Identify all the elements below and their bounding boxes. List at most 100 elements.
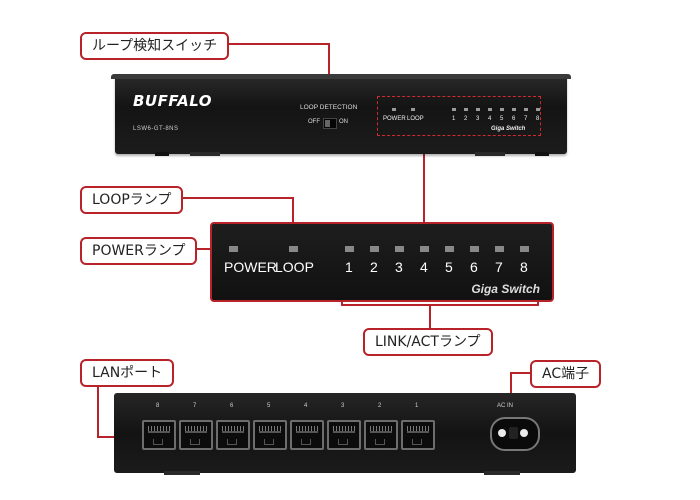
zoom-port1-led — [345, 246, 354, 252]
front-port2-led — [464, 108, 468, 111]
line-loop-lamp-v — [292, 197, 294, 237]
front-port1-led — [452, 108, 456, 111]
zoom-port7-text: 7 — [495, 259, 503, 275]
line-loop-switch-h — [222, 43, 329, 45]
zoom-giga-switch-text: Giga Switch — [471, 282, 540, 296]
front-port6-led — [512, 108, 516, 111]
front-port3-led — [476, 108, 480, 111]
back-bottom-tab-left — [164, 471, 200, 475]
port-pins — [259, 426, 281, 433]
front-foot-left — [155, 152, 169, 156]
zoom-power-text: POWER — [224, 259, 277, 275]
line-loop-lamp-h — [182, 197, 294, 199]
port-latch — [153, 439, 163, 445]
lan-port-2[interactable] — [364, 420, 398, 450]
led-area-highlight — [377, 96, 541, 136]
front-loop-led — [411, 108, 415, 111]
port-latch — [264, 439, 274, 445]
lan-port-1[interactable] — [401, 420, 435, 450]
port-number-label: 6 — [230, 403, 234, 409]
port-pins — [185, 426, 207, 433]
front-power-led — [392, 108, 396, 111]
callout-lan-port: LANポート — [80, 359, 175, 387]
port-pins — [148, 426, 170, 433]
zoom-loop-led — [289, 246, 298, 252]
lan-port-8[interactable] — [142, 420, 176, 450]
port-latch — [338, 439, 348, 445]
zoom-port3-led — [395, 246, 404, 252]
front-port8-led — [536, 108, 540, 111]
zoom-port1-text: 1 — [345, 259, 353, 275]
line-front-to-zoom — [423, 130, 425, 223]
lan-port-5[interactable] — [253, 420, 287, 450]
front-bottom-tab-right — [475, 152, 505, 156]
port-pins — [370, 426, 392, 433]
loop-detection-label: LOOP DETECTION — [300, 104, 358, 111]
line-ac-h — [510, 372, 532, 374]
zoom-loop-text: LOOP — [275, 259, 314, 275]
zoom-port5-text: 5 — [445, 259, 453, 275]
zoom-power-led — [229, 246, 238, 252]
port-pins — [296, 426, 318, 433]
port-number-label: 4 — [304, 403, 308, 409]
line-lan-port-v — [97, 383, 99, 438]
zoom-port6-led — [470, 246, 479, 252]
front-power-text: POWER — [383, 116, 406, 122]
port-latch — [412, 439, 422, 445]
ac-power-socket[interactable] — [490, 417, 540, 451]
line-link-bracket-bottom — [341, 304, 539, 306]
zoom-port8-led — [520, 246, 529, 252]
led-panel-zoom: POWER LOOP 1 2 3 4 5 6 7 8 Giga Switch — [210, 222, 554, 302]
front-top-edge — [111, 74, 571, 79]
front-port1-text: 1 — [452, 116, 456, 122]
zoom-port5-led — [445, 246, 454, 252]
line-link-stem — [429, 304, 431, 330]
front-loop-text: LOOP — [407, 116, 424, 122]
port-number-label: 3 — [341, 403, 345, 409]
port-latch — [301, 439, 311, 445]
model-number: LSW6-GT-8NS — [133, 126, 179, 132]
loop-switch-knob — [325, 120, 330, 127]
callout-link-act-lamp: LINK/ACTランプ — [363, 328, 493, 356]
zoom-port2-text: 2 — [370, 259, 378, 275]
callout-ac-terminal: AC端子 — [530, 360, 602, 388]
callout-power-lamp: POWERランプ — [80, 237, 198, 265]
front-port4-text: 4 — [488, 116, 492, 122]
port-number-label: 8 — [156, 403, 160, 409]
front-port2-text: 2 — [464, 116, 468, 122]
front-port3-text: 3 — [476, 116, 480, 122]
lan-port-6[interactable] — [216, 420, 250, 450]
front-giga-switch-text: Giga Switch — [491, 126, 526, 132]
front-foot-right — [535, 152, 549, 156]
ac-socket-center — [509, 427, 518, 439]
zoom-port3-text: 3 — [395, 259, 403, 275]
zoom-port4-led — [420, 246, 429, 252]
ac-socket-pin-left — [498, 429, 506, 437]
port-latch — [227, 439, 237, 445]
front-port4-led — [488, 108, 492, 111]
front-bottom-tab-left — [190, 152, 220, 156]
port-latch — [375, 439, 385, 445]
front-port5-text: 5 — [500, 116, 504, 122]
front-port5-led — [500, 108, 504, 111]
port-number-label: 2 — [378, 403, 382, 409]
lan-port-3[interactable] — [327, 420, 361, 450]
callout-loop-switch: ループ検知スイッチ — [80, 32, 230, 60]
zoom-port8-text: 8 — [520, 259, 528, 275]
loop-switch-off-label: OFF — [308, 119, 320, 125]
switch-back-panel: 8 7 6 5 4 3 2 1 AC IN — [114, 393, 576, 475]
front-port7-text: 7 — [524, 116, 528, 122]
port-number-label: 1 — [415, 403, 419, 409]
zoom-port7-led — [495, 246, 504, 252]
loop-detection-switch[interactable] — [323, 118, 337, 129]
zoom-port4-text: 4 — [420, 259, 428, 275]
ac-socket-pin-right — [520, 429, 528, 437]
lan-port-4[interactable] — [290, 420, 324, 450]
switch-front-panel: BUFFALO LSW6-GT-8NS LOOP DETECTION OFF O… — [111, 74, 571, 156]
port-pins — [222, 426, 244, 433]
front-port8-text: 8 — [536, 116, 540, 122]
zoom-port2-led — [370, 246, 379, 252]
front-port6-text: 6 — [512, 116, 516, 122]
port-latch — [190, 439, 200, 445]
lan-port-7[interactable] — [179, 420, 213, 450]
